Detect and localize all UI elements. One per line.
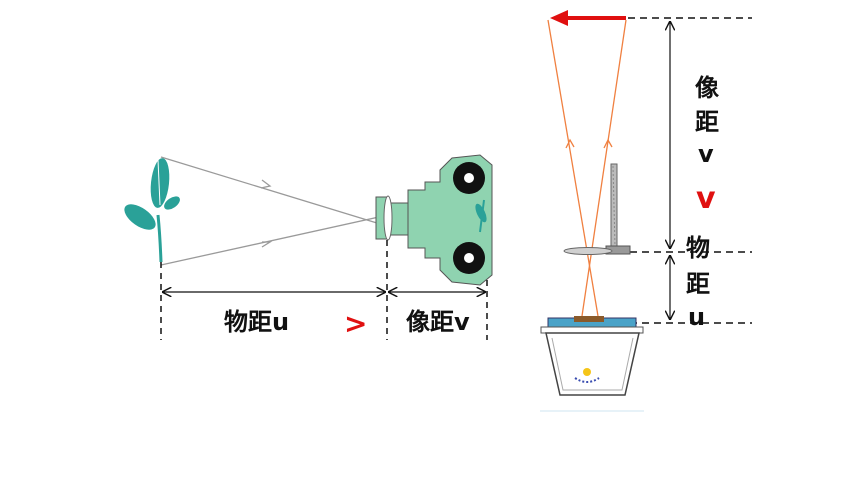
projector-rays [547,19,627,317]
distance-markers [160,240,488,340]
camera-object-distance-label: 物距u [224,308,289,336]
projector-comparison-symbol: v [696,181,716,216]
projector-diagram: 像 距 v v 物 距 u [540,10,752,412]
camera-lens [383,195,393,241]
projector-image-distance-char-3: v [698,140,714,168]
camera-comparison-symbol: > [344,307,367,340]
reference-lines [618,17,752,324]
camera-diagram: 物距u > 像距v [124,154,493,340]
inverted-image [475,199,487,233]
projected-image-arrow [550,10,626,26]
projector-object-distance-char-1: 物 [686,234,710,262]
projector-base [540,316,644,412]
camera-body [375,154,493,286]
projector-object-distance-char-2: 距 [686,270,710,298]
projector-image-distance-char-2: 距 [695,108,719,136]
camera-image-distance-label: 像距v [406,308,470,336]
projector-image-distance-char-1: 像 [695,74,720,102]
plant-object [124,158,180,263]
projector-lens [563,247,613,255]
projector-object-distance-char-3: u [688,303,705,331]
mirror [605,163,631,255]
